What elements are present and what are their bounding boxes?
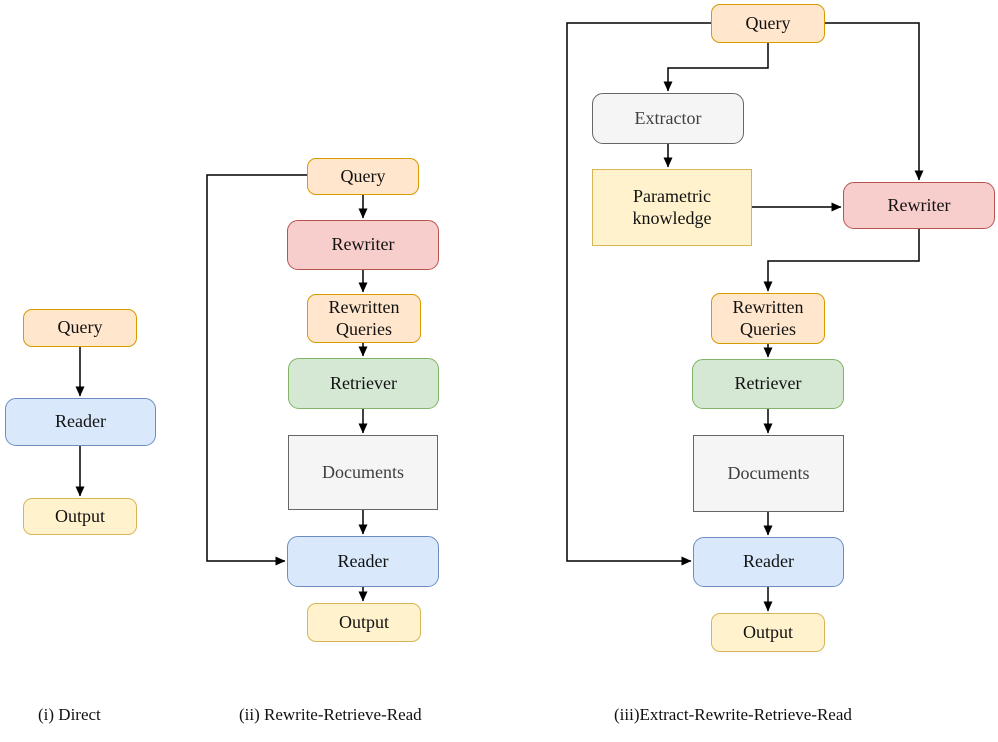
caption-pipeline-ii: (ii) Rewrite-Retrieve-Read <box>239 705 422 724</box>
edge-iii-rewriter-to-rewrittenq <box>763 229 920 292</box>
edge-iii-query-to-reader-bypass <box>566 22 711 566</box>
p1-query-node: Query <box>23 309 137 347</box>
p1-output-label: Output <box>54 505 105 526</box>
caption-pipeline-iii: (iii)Extract-Rewrite-Retrieve-Read <box>614 705 852 724</box>
p2-output-label: Output <box>338 611 389 632</box>
p3-extractor-label: Extractor <box>634 107 702 128</box>
p3-rewriter-label: Rewriter <box>887 194 951 215</box>
edge-ii-query-to-reader-bypass <box>206 174 307 566</box>
p3-rewritten-queries-node: Rewritten Queries <box>711 293 825 344</box>
p3-output-label: Output <box>742 621 793 642</box>
p3-output-node: Output <box>711 613 825 652</box>
p2-query-node: Query <box>307 158 419 195</box>
p1-reader-node: Reader <box>5 398 156 446</box>
p3-parametric-knowledge-node: Parametric knowledge <box>592 169 752 246</box>
p2-documents-node: Documents <box>288 435 438 510</box>
p2-rewritten-queries-label: Rewritten Queries <box>328 296 400 339</box>
p2-output-node: Output <box>307 603 421 642</box>
p2-retriever-label: Retriever <box>330 372 397 393</box>
p3-documents-node: Documents <box>693 435 844 512</box>
p2-rewriter-node: Rewriter <box>287 220 439 270</box>
p1-reader-label: Reader <box>55 411 106 432</box>
p1-output-node: Output <box>23 498 137 535</box>
p3-rewriter-node: Rewriter <box>843 182 995 229</box>
p2-documents-label: Documents <box>322 461 404 482</box>
p3-parametric-knowledge-label: Parametric knowledge <box>632 185 712 228</box>
p3-reader-label: Reader <box>743 551 794 572</box>
edge-iii-query-to-rewriter <box>825 22 924 181</box>
p3-query-node: Query <box>711 4 825 43</box>
p3-documents-label: Documents <box>727 462 810 483</box>
p3-retriever-label: Retriever <box>734 373 802 394</box>
p2-reader-label: Reader <box>337 550 389 571</box>
p3-reader-node: Reader <box>693 537 844 587</box>
p3-extractor-node: Extractor <box>592 93 744 144</box>
p2-query-label: Query <box>340 165 386 186</box>
p3-retriever-node: Retriever <box>692 359 844 409</box>
edge-iii-query-to-extractor <box>663 43 769 92</box>
caption-pipeline-i: (i) Direct <box>38 705 101 724</box>
p2-retriever-node: Retriever <box>288 358 439 409</box>
p2-reader-node: Reader <box>287 536 439 587</box>
p3-rewritten-queries-label: Rewritten Queries <box>732 296 804 339</box>
p2-rewritten-queries-node: Rewritten Queries <box>307 294 421 343</box>
p1-query-label: Query <box>57 317 103 338</box>
p3-query-label: Query <box>745 12 791 33</box>
p2-rewriter-label: Rewriter <box>331 234 395 255</box>
